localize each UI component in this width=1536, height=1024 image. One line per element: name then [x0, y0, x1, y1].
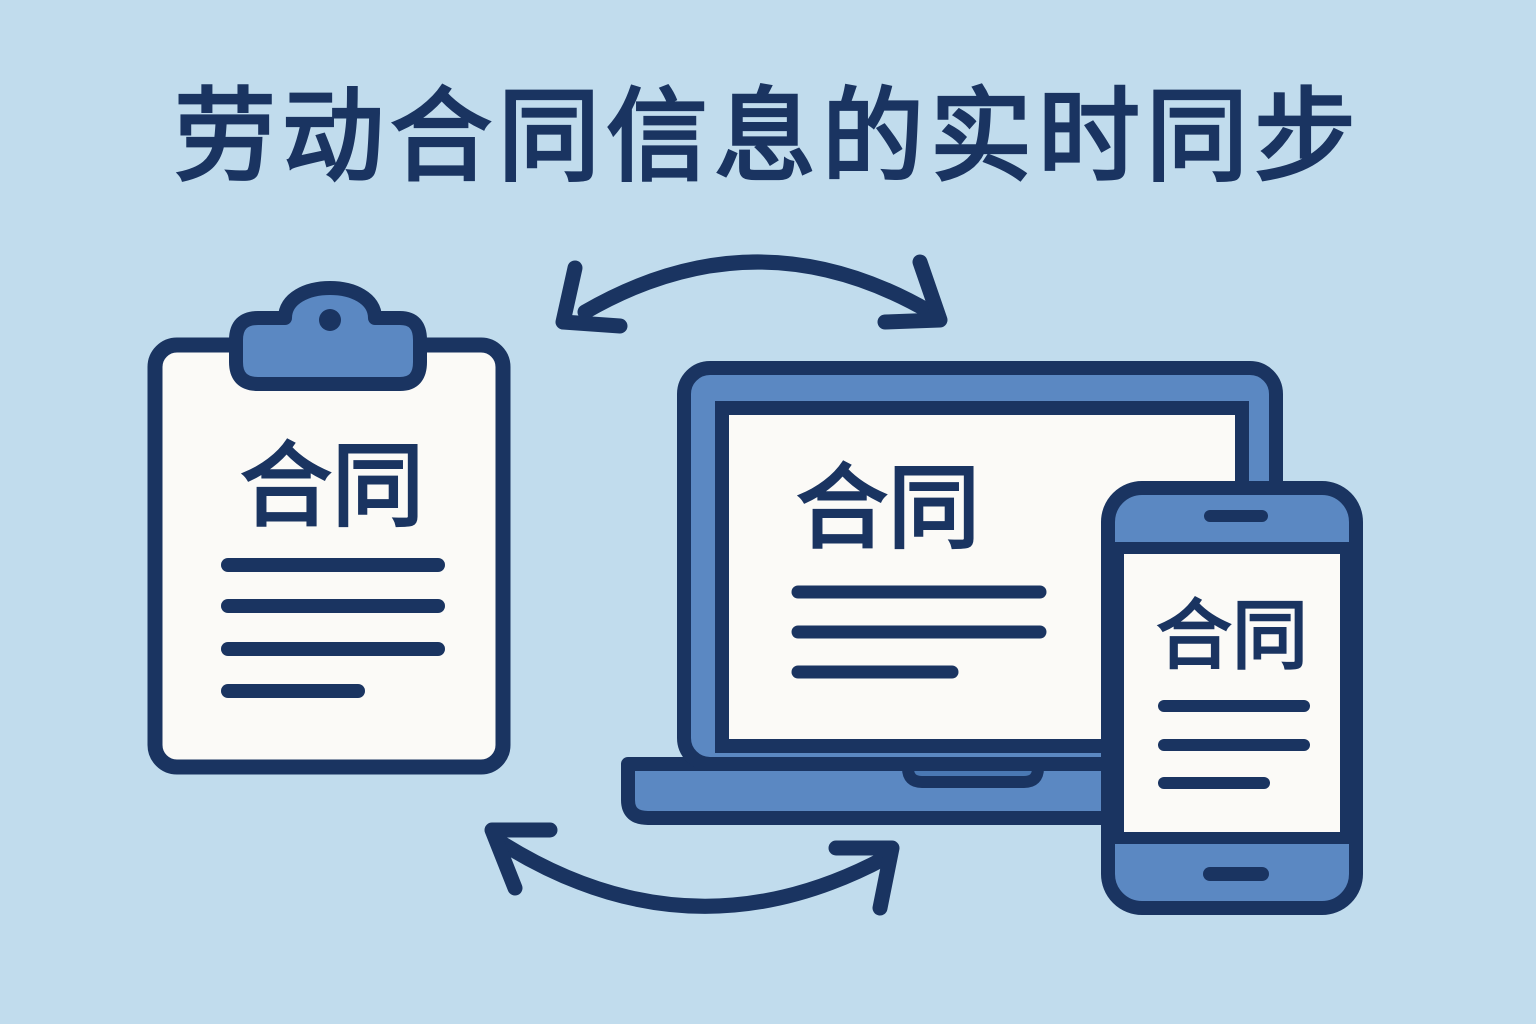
sync-arrow-bottom-icon [484, 822, 900, 916]
phone-label: 合同 [1156, 591, 1308, 680]
clipboard-label: 合同 [240, 433, 424, 540]
sync-arrow-top-icon [555, 254, 948, 334]
phone-text-lines [1158, 700, 1310, 789]
clipboard-icon: 合同 [147, 281, 511, 775]
laptop-text-lines [791, 585, 1047, 679]
smartphone-icon: 合同 [1101, 481, 1363, 915]
laptop-label: 合同 [796, 455, 980, 562]
page-title: 劳动合同信息的实时同步 [174, 78, 1362, 197]
clipboard-text-lines [221, 558, 445, 698]
